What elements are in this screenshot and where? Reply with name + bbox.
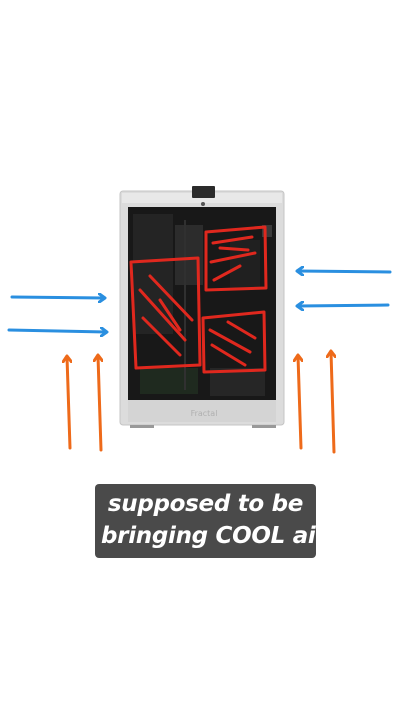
heat-scribbles xyxy=(129,225,268,374)
caption-box: supposed to be bringing COOL air xyxy=(95,484,327,558)
caption-line-2: bringing COOL air xyxy=(101,523,327,549)
pc-case: Fractal xyxy=(119,186,285,428)
intake-arrow-left-top xyxy=(10,297,104,298)
intake-arrow-right-bottom xyxy=(298,305,390,306)
top-io-handle xyxy=(192,186,215,198)
intake-arrow-right-top xyxy=(298,271,392,272)
orange-arrow-1 xyxy=(67,357,70,450)
heat-box-bottom-right xyxy=(201,310,267,374)
caption-line-1: supposed to be xyxy=(107,491,304,517)
orange-arrow-2 xyxy=(98,356,101,452)
intake-arrows xyxy=(7,271,392,332)
bottom-intake-arrows xyxy=(67,352,334,454)
orange-arrow-3 xyxy=(298,356,301,450)
intake-arrow-left-bottom xyxy=(7,330,106,332)
heat-box-top-right xyxy=(204,225,268,292)
heat-box-left xyxy=(129,256,202,370)
case-brand-logo: Fractal xyxy=(191,409,218,418)
orange-arrow-4 xyxy=(331,352,334,454)
